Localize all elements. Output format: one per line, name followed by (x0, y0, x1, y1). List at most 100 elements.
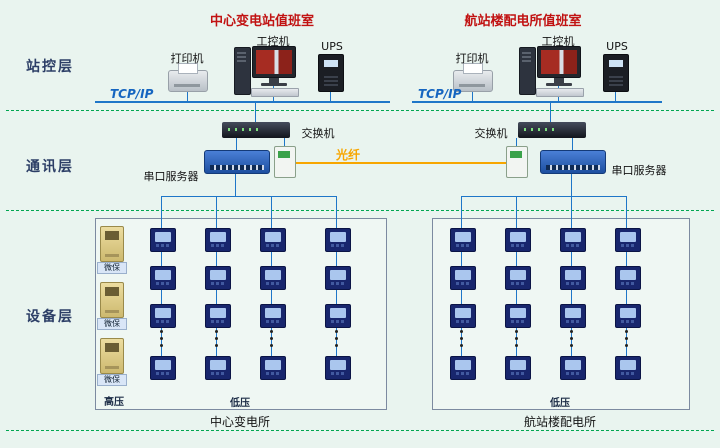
pc-tower-icon (519, 47, 536, 95)
connection-line (187, 90, 188, 102)
layer-label-comm: 通讯层 (26, 159, 74, 175)
switch-icon-left (222, 122, 290, 138)
layer-divider-line (6, 430, 714, 431)
monitor-base-icon (546, 83, 572, 86)
power-meter-icon (450, 228, 476, 252)
relay-label: 微保 (97, 318, 127, 330)
ellipsis-dots (160, 330, 163, 351)
printer-icon (168, 63, 208, 92)
connection-line (615, 90, 616, 102)
fiber-converter-icon-left (274, 146, 296, 178)
power-meter-icon (260, 356, 286, 380)
workstation-label-left: 工控机 (256, 35, 290, 48)
switch-label-right: 交换机 (474, 127, 508, 140)
power-meter-icon (205, 304, 231, 328)
ups-icon (318, 54, 344, 92)
power-meter-icon (560, 266, 586, 290)
printer-icon (453, 63, 493, 92)
power-meter-icon (205, 266, 231, 290)
connection-line (550, 103, 551, 122)
serial-server-label-right: 串口服务器 (611, 164, 667, 177)
power-meter-icon (260, 228, 286, 252)
tcpip-label-right: TCP/IP (418, 87, 462, 101)
power-meter-icon (615, 266, 641, 290)
serial-server-icon-left (204, 150, 270, 174)
workstation-label-right: 工控机 (541, 35, 575, 48)
power-meter-icon (325, 228, 351, 252)
ups-label-left: UPS (321, 40, 343, 53)
relay-label: 微保 (97, 262, 127, 274)
room-title-left: 中心变电站值班室 (209, 14, 314, 29)
connection-line (330, 90, 331, 102)
power-meter-icon (505, 266, 531, 290)
power-meter-icon (150, 304, 176, 328)
power-meter-icon (150, 356, 176, 380)
switch-label-left: 交换机 (301, 127, 335, 140)
power-meter-icon (505, 228, 531, 252)
connection-line (572, 138, 573, 150)
printer-label-left: 打印机 (170, 52, 204, 65)
power-meter-icon (150, 228, 176, 252)
protection-relay-icon (100, 338, 124, 374)
connection-line (516, 138, 517, 146)
monitor-stand-icon (269, 78, 279, 83)
hv-tag-left: 高压 (104, 397, 124, 408)
power-meter-icon (150, 266, 176, 290)
connection-line (571, 172, 572, 196)
box-caption-left: 中心变电所 (209, 415, 270, 429)
distribution-line-right (461, 196, 627, 197)
ellipsis-dots (570, 330, 573, 351)
lv-tag-right: 低压 (550, 398, 570, 409)
fiber-link-line (294, 162, 506, 164)
serial-server-icon-right (540, 150, 606, 174)
power-meter-icon (325, 266, 351, 290)
ellipsis-dots (215, 330, 218, 351)
ethernet-bus-left (95, 101, 390, 103)
power-meter-icon (615, 228, 641, 252)
layer-divider-line (6, 110, 714, 111)
keyboard-icon (536, 88, 584, 97)
power-meter-icon (260, 304, 286, 328)
connection-line (472, 90, 473, 102)
layer-label-device: 设备层 (26, 309, 74, 325)
ethernet-bus-right (412, 101, 662, 103)
protection-relay-icon (100, 282, 124, 318)
ellipsis-dots (270, 330, 273, 351)
protection-relay-icon (100, 226, 124, 262)
ellipsis-dots (460, 330, 463, 351)
relay-label: 微保 (97, 374, 127, 386)
power-meter-icon (505, 356, 531, 380)
layer-label-station: 站控层 (26, 59, 74, 75)
monitor-stand-icon (554, 78, 564, 83)
power-meter-icon (205, 356, 231, 380)
connection-line (284, 138, 285, 146)
power-meter-icon (205, 228, 231, 252)
power-meter-icon (260, 266, 286, 290)
layer-divider-line (6, 210, 714, 211)
tcpip-label-left: TCP/IP (110, 87, 154, 101)
ellipsis-dots (515, 330, 518, 351)
power-meter-icon (560, 228, 586, 252)
distribution-line-left (161, 196, 337, 197)
pc-tower-icon (234, 47, 251, 95)
power-meter-icon (325, 304, 351, 328)
power-meter-icon (615, 304, 641, 328)
power-meter-icon (450, 356, 476, 380)
power-meter-icon (560, 356, 586, 380)
room-title-right: 航站楼配电所值班室 (464, 14, 582, 29)
power-meter-icon (560, 304, 586, 328)
keyboard-icon (251, 88, 299, 97)
ups-icon (603, 54, 629, 92)
ellipsis-dots (625, 330, 628, 351)
printer-label-right: 打印机 (455, 52, 489, 65)
connection-line (236, 138, 237, 150)
connection-line (235, 172, 236, 196)
monitor-base-icon (261, 83, 287, 86)
ellipsis-dots (335, 330, 338, 351)
monitor-icon (252, 46, 296, 78)
power-meter-icon (505, 304, 531, 328)
monitor-icon (537, 46, 581, 78)
box-caption-right: 航站楼配电所 (523, 415, 596, 429)
power-meter-icon (615, 356, 641, 380)
